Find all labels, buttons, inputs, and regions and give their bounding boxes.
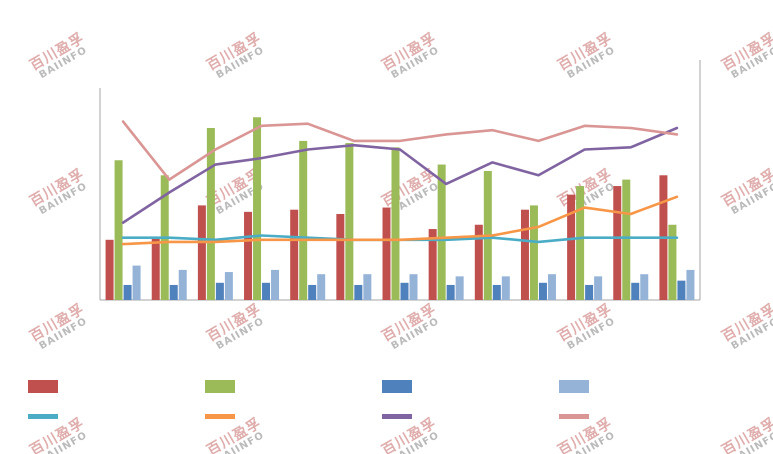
legend-swatch-bar-blue — [382, 380, 412, 393]
bar-bar-green-10 — [576, 186, 585, 300]
series-bar-lightblue — [132, 265, 695, 300]
bar-bar-red-3 — [244, 211, 253, 300]
bar-bar-lightblue-3 — [271, 269, 280, 300]
bar-bar-red-8 — [474, 224, 483, 300]
bar-bar-blue-5 — [354, 284, 363, 300]
legend-swatch-line-teal — [28, 414, 58, 419]
bar-bar-green-9 — [529, 205, 538, 300]
bar-bar-lightblue-4 — [317, 274, 326, 300]
bar-bar-red-0 — [105, 239, 114, 300]
bar-bar-blue-7 — [446, 284, 455, 300]
bar-bar-blue-4 — [308, 284, 317, 300]
bar-bar-blue-1 — [169, 284, 178, 300]
bar-bar-blue-11 — [631, 282, 640, 300]
bar-bar-blue-12 — [677, 280, 686, 300]
bar-bar-green-2 — [206, 128, 215, 300]
line-line-pink — [121, 120, 679, 181]
bar-bar-lightblue-6 — [409, 274, 418, 300]
watermark-text-cn: 百川盈孚 — [379, 415, 440, 454]
legend-item-bar-blue — [382, 380, 418, 393]
legend-swatch-line-pink — [559, 414, 589, 419]
bar-bar-lightblue-8 — [501, 276, 510, 300]
legend-item-line-orange — [205, 414, 241, 419]
legend-item-line-purple — [382, 414, 418, 419]
legend-swatch-bar-lightblue — [559, 380, 589, 393]
bar-bar-lightblue-1 — [178, 269, 187, 300]
bar-bar-blue-0 — [123, 284, 132, 300]
bar-bar-lightblue-0 — [132, 265, 141, 300]
bar-bar-red-5 — [336, 214, 345, 300]
bar-bar-green-0 — [114, 160, 123, 300]
bar-bar-green-7 — [437, 164, 446, 300]
watermark-text-en: BAIINFO — [37, 429, 90, 454]
bar-bar-red-11 — [613, 186, 622, 300]
legend-swatch-line-purple — [382, 414, 412, 419]
legend-item-bar-green — [205, 380, 241, 393]
legend-swatch-bar-red — [28, 380, 58, 393]
legend-item-line-pink — [559, 414, 595, 419]
bar-bar-lightblue-5 — [363, 274, 372, 300]
watermark-text-cn: 百川盈孚 — [719, 415, 773, 454]
bar-bar-lightblue-11 — [640, 274, 649, 300]
bar-bar-lightblue-9 — [547, 274, 556, 300]
bar-bar-green-3 — [253, 117, 262, 300]
watermark-text-cn: 百川盈孚 — [27, 415, 88, 454]
series-bar-red — [105, 175, 668, 300]
bar-bar-blue-2 — [215, 282, 224, 300]
bar-bar-lightblue-7 — [455, 276, 464, 300]
line-line-orange — [121, 195, 679, 246]
legend-item-bar-red — [28, 380, 64, 393]
chart-canvas — [99, 60, 701, 301]
watermark-text-en: BAIINFO — [565, 429, 618, 454]
bar-bar-red-10 — [567, 194, 576, 300]
bar-bar-green-6 — [391, 147, 400, 300]
line-line-purple — [121, 126, 679, 224]
watermark-text-cn: 百川盈孚 — [204, 415, 265, 454]
bar-bar-green-12 — [668, 224, 677, 300]
bar-bar-green-4 — [299, 140, 308, 300]
bar-bar-green-5 — [345, 143, 354, 300]
bar-bar-lightblue-2 — [224, 272, 233, 300]
bar-bar-red-7 — [428, 229, 437, 300]
legend-swatch-line-orange — [205, 414, 235, 419]
bar-bar-red-1 — [151, 237, 160, 300]
watermark-text-cn: 百川盈孚 — [555, 415, 616, 454]
series-bar-blue — [123, 280, 686, 300]
bar-bar-lightblue-10 — [594, 276, 603, 300]
bar-bar-lightblue-12 — [686, 269, 695, 300]
watermark-text-en: BAIINFO — [214, 429, 267, 454]
bar-bar-blue-3 — [262, 282, 271, 300]
bar-bar-green-11 — [622, 179, 631, 300]
bar-bar-blue-9 — [538, 282, 547, 300]
watermark-text-en: BAIINFO — [389, 429, 442, 454]
bar-bar-blue-10 — [585, 284, 594, 300]
bar-bar-red-4 — [290, 209, 299, 300]
watermark-text-en: BAIINFO — [729, 429, 773, 454]
bar-bar-blue-6 — [400, 282, 409, 300]
bar-bar-red-9 — [520, 209, 529, 300]
legend-item-bar-lightblue — [559, 380, 595, 393]
legend-swatch-bar-green — [205, 380, 235, 393]
legend-item-line-teal — [28, 414, 64, 419]
bar-bar-red-6 — [382, 207, 391, 300]
bar-bar-red-2 — [197, 205, 206, 300]
bar-bar-blue-8 — [492, 284, 501, 300]
